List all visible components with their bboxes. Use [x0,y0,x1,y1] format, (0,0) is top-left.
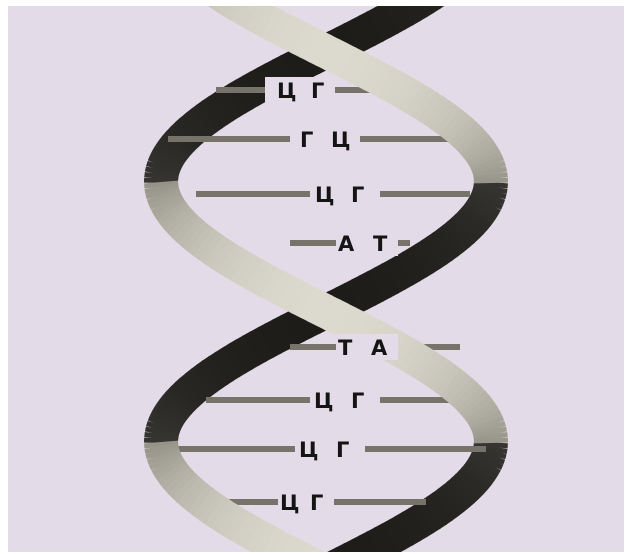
diagram-panel: Ц Г Г Ц Ц Г А Т Т А Ц Г Ц Г [8,6,624,552]
base-label-5-left: Т [338,336,353,360]
base-label-7-left: Ц [299,438,318,462]
dna-helix-diagram: Ц Г Г Ц Ц Г А Т Т А Ц Г Ц Г [8,6,624,552]
base-label-6-right: Г [351,389,364,413]
base-label-4-left: А [338,232,355,256]
base-label-2-right: Ц [331,128,350,152]
base-label-7-right: Г [336,438,349,462]
helix-front-segment [284,550,294,552]
base-label-1-right: Г [311,79,324,103]
helix-back-segment [359,550,369,552]
base-label-8-right: Г [310,491,323,515]
base-label-4-right: Т [373,232,388,256]
base-label-3-right: Г [351,183,364,207]
base-label-2-left: Г [300,128,313,152]
base-label-1-left: Ц [277,79,296,103]
base-label-8-left: Ц [280,491,299,515]
base-label-5-right: А [371,336,388,360]
base-label-3-left: Ц [315,183,334,207]
base-label-6-left: Ц [314,389,333,413]
